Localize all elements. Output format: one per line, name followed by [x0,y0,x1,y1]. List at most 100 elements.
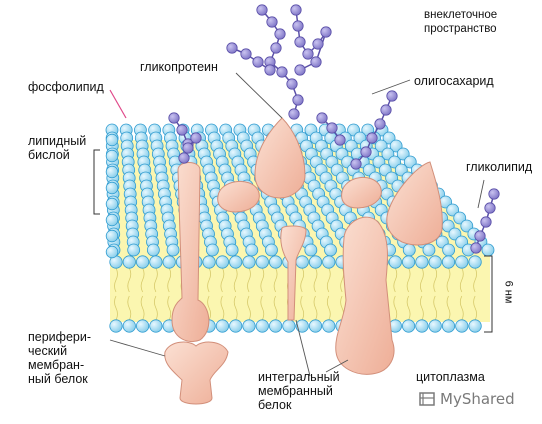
phospholipid-head [269,320,281,332]
phospholipid-head [167,244,179,256]
phospholipid-head [442,256,454,268]
sugar-unit [257,5,267,15]
phospholipid-head [106,214,118,226]
sugar-unit [289,109,299,119]
phospholipid-head [123,320,135,332]
sugar-unit [275,29,285,39]
sugar-unit [335,135,345,145]
watermark: MyShared [418,390,515,408]
sugar-unit [287,79,297,89]
sugar-unit [317,113,327,123]
sugar-unit [227,43,237,53]
phospholipid-head [323,320,335,332]
label-thickness: 6 нм [502,281,514,304]
sugar-unit [361,147,371,157]
label-extracellular-space: внеклеточное пространство [424,8,497,36]
phospholipid-head [243,320,255,332]
phospholipid-head [403,244,415,256]
phospholipid-head [136,256,148,268]
phospholipid-head [416,320,428,332]
phospholipid-head [283,320,295,332]
label-integral-protein: интегральный мембранный белок [258,370,340,412]
sugar-unit [321,27,331,37]
label-glycolipid: гликолипид [466,160,532,174]
phospholipid-head [147,244,159,256]
phospholipid-head [150,256,162,268]
sugar-unit [253,57,263,67]
phospholipid-head [482,244,494,256]
phospholipid-head [469,256,481,268]
phospholipid-head [323,256,335,268]
sugar-unit [177,125,187,135]
phospholipid-head [106,230,118,242]
label-phospholipid: фосфолипид [28,80,104,94]
myshared-logo-icon [418,390,436,408]
watermark-text: MyShared [440,390,515,408]
phospholipid-head [469,320,481,332]
sugar-unit [169,113,179,123]
phospholipid-head [269,256,281,268]
phospholipid-head [226,244,238,256]
label-cytoplasm: цитоплазма [416,370,485,384]
phospholipid-head [106,166,118,178]
sugar-unit [295,65,305,75]
sugar-unit [295,37,305,47]
phospholipid-head [110,320,122,332]
sugar-unit [387,91,397,101]
phospholipid-head [150,320,162,332]
phospholipid-head [265,244,277,256]
phospholipid-head [216,256,228,268]
sugar-unit [327,123,337,133]
label-glycoprotein: гликопротеин [140,60,218,74]
phospholipid-head [123,256,135,268]
phospholipid-head [456,320,468,332]
phospholipid-head [402,320,414,332]
sugar-unit [381,105,391,115]
label-oligosaccharide: олигосахарид [414,74,494,88]
sugar-unit [303,49,313,59]
sugar-unit [293,21,303,31]
label-lipid-bilayer: липидный бислой [28,134,86,162]
sugar-unit [183,143,193,153]
phospholipid-head [243,256,255,268]
phospholipid-head [206,244,218,256]
phospholipid-head [296,256,308,268]
phospholipid-head [106,198,118,210]
phospholipid-head [246,244,258,256]
phospholipid-head [305,244,317,256]
phospholipid-head [456,256,468,268]
sugar-unit [313,39,323,49]
sugar-unit [351,159,361,169]
phospholipid-head [402,256,414,268]
phospholipid-head [106,150,118,162]
phospholipid-head [325,244,337,256]
phospholipid-head [442,320,454,332]
sugar-unit [485,203,495,213]
phospholipid-head [256,256,268,268]
phospholipid-head [416,256,428,268]
label-peripheral-protein: перифери- ческий мембран- ный белок [28,330,91,386]
phospholipid-head [429,320,441,332]
phospholipid-head [389,256,401,268]
sugar-unit [489,189,499,199]
sugar-unit [291,5,301,15]
phospholipid-head [216,320,228,332]
phospholipid-head [423,244,435,256]
phospholipid-head [136,320,148,332]
sugar-unit [481,217,491,227]
phospholipid-head [309,256,321,268]
phospholipid-head [443,244,455,256]
sugar-unit [475,231,485,241]
sugar-unit [375,119,385,129]
sugar-unit [293,95,303,105]
sugar-unit [471,243,481,253]
phospholipid-head [309,320,321,332]
sugar-unit [241,49,251,59]
phospholipid-head [230,256,242,268]
phospholipid-head [106,134,118,146]
phospholipid-head [106,246,118,258]
sugar-unit [277,67,287,77]
bilayer-bracket [94,150,100,214]
phospholipid-head [429,256,441,268]
